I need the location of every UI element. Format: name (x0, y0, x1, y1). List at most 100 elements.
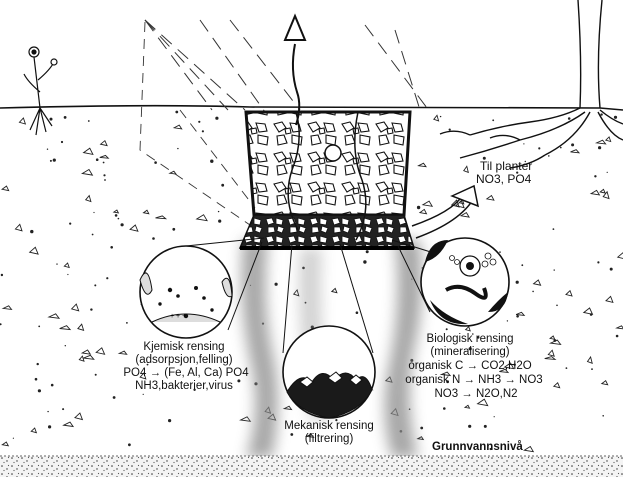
chemical-purification-circle: + + + (140, 246, 232, 338)
soil-particle (554, 269, 555, 270)
soil-particle (152, 237, 155, 240)
soil-particle (88, 120, 90, 122)
soil-particle (363, 260, 366, 263)
soil-particle (113, 396, 116, 399)
soil-particle (126, 322, 128, 324)
soil-particle (523, 143, 524, 144)
plant-uptake-nutrients: NO3, PO4 (476, 173, 531, 186)
soil-particle (594, 175, 596, 177)
soil-particle (524, 447, 533, 452)
soil-particle (494, 416, 495, 417)
soil-particle (466, 327, 471, 331)
soil-particle (47, 149, 48, 150)
soil-particle (114, 210, 119, 213)
soil-particle (556, 305, 558, 307)
soil-particle (197, 215, 207, 221)
soil-particle (516, 281, 519, 284)
soil-particle (218, 220, 221, 223)
soil-particle (532, 291, 534, 293)
soil-particle (93, 212, 94, 213)
soil-particle (440, 116, 441, 117)
soil-particle (121, 223, 124, 226)
soil-particle (600, 113, 602, 115)
soil-particle (610, 268, 613, 271)
soil-particle (47, 411, 48, 412)
soil-particle (53, 159, 56, 162)
soil-particle (100, 155, 109, 158)
soil-particle (202, 130, 204, 132)
soil-particle (210, 160, 213, 163)
soil-particle (143, 394, 144, 395)
soil-particle (69, 223, 71, 225)
soil-particle (550, 336, 555, 339)
tree-icon (440, 0, 623, 168)
soil-particle (571, 143, 574, 146)
ground-surface (0, 106, 623, 110)
soil-particle (548, 155, 550, 157)
soil-particle (507, 320, 508, 321)
mechanical-purification-circle (283, 326, 375, 418)
chemical-reaction: PO4 → (Fe, Al, Ca) PO4 (123, 367, 248, 380)
soil-particle (614, 116, 617, 119)
soil-particle (31, 428, 36, 433)
soil-particle (449, 129, 451, 131)
soil-particle (101, 141, 108, 146)
soil-particle (221, 184, 224, 187)
soil-particle (538, 147, 540, 149)
soil-particle (67, 274, 68, 275)
plant-uptake-arrow (412, 186, 478, 238)
gas-up-arrow (285, 16, 305, 125)
soil-particle (60, 326, 70, 330)
soil-particle (86, 196, 91, 202)
soil-particle (566, 291, 572, 296)
soil-particle (79, 356, 84, 361)
soil-particle (568, 117, 571, 120)
soil-particle (154, 161, 157, 164)
soil-particle (294, 290, 299, 296)
soil-particle (606, 137, 611, 142)
soil-particle (602, 381, 608, 385)
soil-particle (290, 433, 293, 436)
mechanical-title: Mekanisk rensing (284, 420, 373, 433)
soil-particle (72, 304, 79, 311)
biological-nitrogen: organisk N → NH3 → NO3 (405, 374, 542, 387)
soil-particle (118, 218, 120, 220)
soil-particle (446, 328, 448, 330)
soil-particle (417, 206, 420, 209)
soil-particle (103, 174, 105, 176)
soil-particle (0, 323, 2, 325)
soil-particle (366, 250, 369, 253)
soil-particle (284, 406, 291, 409)
soil-particle (487, 196, 494, 201)
soil-particle (144, 210, 149, 214)
soil-particle (468, 425, 471, 428)
soil-particle (597, 261, 599, 263)
soil-particle (56, 263, 57, 264)
soil-particle (464, 166, 469, 172)
soil-particle (84, 355, 94, 359)
soil-particle (95, 374, 97, 376)
soil-particle (49, 314, 59, 319)
soil-particle (13, 438, 14, 439)
soil-particle (37, 363, 39, 365)
soil-particle (420, 209, 427, 213)
soil-particle (82, 170, 92, 176)
infiltration-pit (240, 112, 414, 248)
soil-particle (19, 118, 25, 124)
soil-particle (588, 357, 593, 363)
soil-particle (218, 211, 219, 212)
soil-particle (48, 425, 51, 428)
soil-particle (616, 335, 619, 338)
chemical-removed: NH3,bakterier,virus (135, 380, 233, 393)
soil-particle (492, 119, 494, 121)
soil-particle (516, 315, 519, 318)
soil-particle (177, 148, 178, 149)
soil-particle (215, 117, 218, 120)
soil-particle (602, 415, 604, 417)
soil-particle (104, 179, 106, 181)
soil-particle (600, 189, 605, 193)
soil-particle (90, 308, 92, 310)
soil-particle (64, 263, 69, 268)
soil-particle (115, 214, 118, 217)
